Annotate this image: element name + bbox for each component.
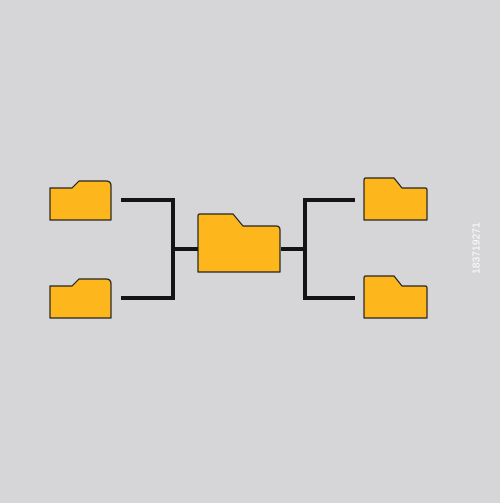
connector-lines [121,198,355,300]
folder-icons [49,177,428,319]
stock-id-text: 183719271 [471,222,483,274]
left-top-folder-icon [49,180,112,221]
left-branch-connector [121,198,198,300]
right-top-folder-icon [363,177,428,221]
right-bottom-folder-icon [363,275,428,319]
right-branch-connector [281,198,355,300]
left-bottom-folder-icon [49,278,112,319]
center-folder-icon [197,213,281,273]
